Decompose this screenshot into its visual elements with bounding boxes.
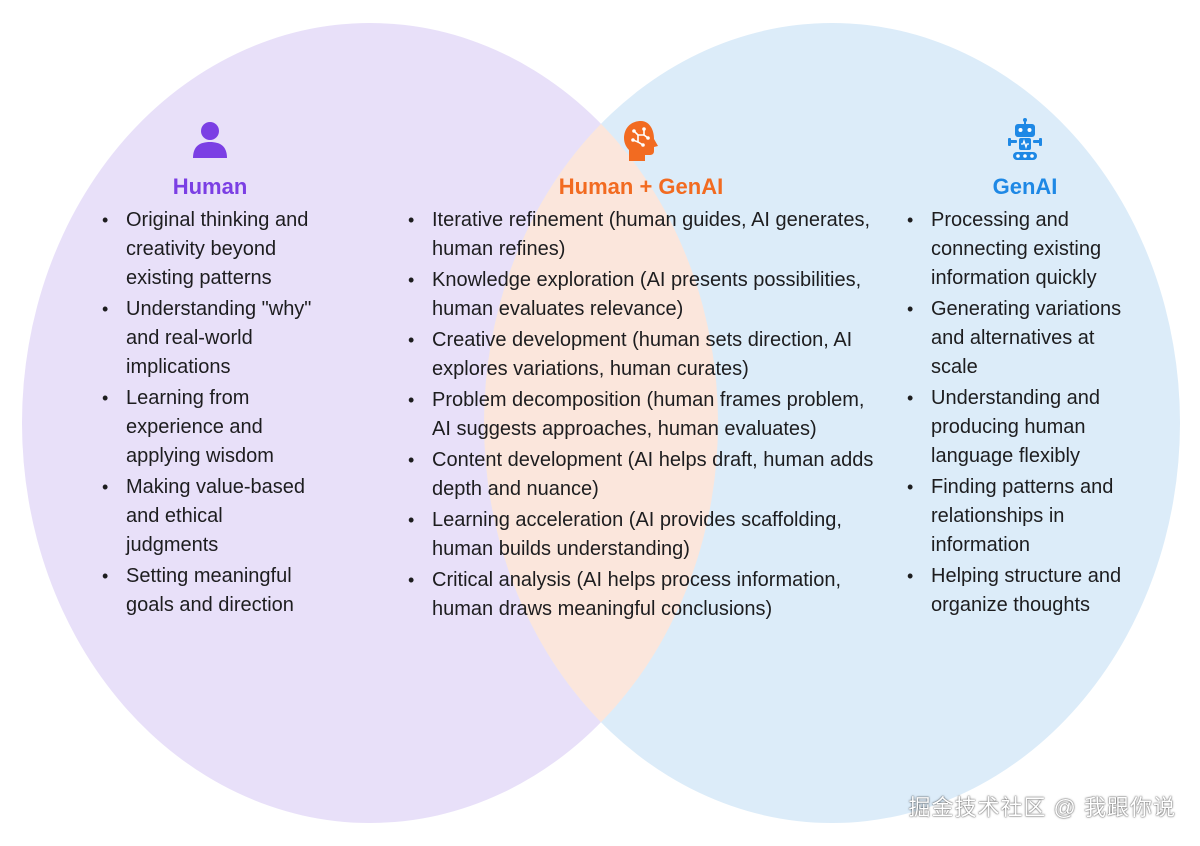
robot-icon <box>1008 118 1042 160</box>
human-title: Human <box>172 174 248 199</box>
list-item: Iterative refinement (human guides, AI g… <box>406 206 876 264</box>
brain-head-icon <box>624 121 658 161</box>
human-section: Human Original thinking and creativity b… <box>100 118 320 622</box>
list-item: Finding patterns and relationships in in… <box>905 473 1145 560</box>
list-item: Setting meaningful goals and direction <box>100 562 320 620</box>
human-genai-title: Human + GenAI <box>558 174 724 199</box>
genai-section: GenAI Processing and connecting existing… <box>905 118 1145 622</box>
list-item: Critical analysis (AI helps process info… <box>406 566 876 624</box>
genai-title: GenAI <box>992 174 1058 199</box>
human-genai-section: Human + GenAI Iterative refinement (huma… <box>406 118 876 626</box>
human-list: Original thinking and creativity beyond … <box>100 206 320 620</box>
list-item: Processing and connecting existing infor… <box>905 206 1145 293</box>
list-item: Learning from experience and applying wi… <box>100 384 320 471</box>
list-item: Understanding and producing human langua… <box>905 384 1145 471</box>
list-item: Problem decomposition (human frames prob… <box>406 386 876 444</box>
human-genai-list: Iterative refinement (human guides, AI g… <box>406 206 876 624</box>
list-item: Learning acceleration (AI provides scaff… <box>406 506 876 564</box>
list-item: Creative development (human sets directi… <box>406 326 876 384</box>
list-item: Helping structure and organize thoughts <box>905 562 1145 620</box>
list-item: Knowledge exploration (AI presents possi… <box>406 266 876 324</box>
watermark: 掘金技术社区 @ 我跟你说 <box>908 795 1176 820</box>
list-item: Understanding "why" and real-world impli… <box>100 295 320 382</box>
genai-list: Processing and connecting existing infor… <box>905 206 1145 620</box>
person-icon <box>193 122 227 158</box>
list-item: Generating variations and alternatives a… <box>905 295 1145 382</box>
list-item: Original thinking and creativity beyond … <box>100 206 320 293</box>
list-item: Content development (AI helps draft, hum… <box>406 446 876 504</box>
list-item: Making value-based and ethical judgments <box>100 473 320 560</box>
